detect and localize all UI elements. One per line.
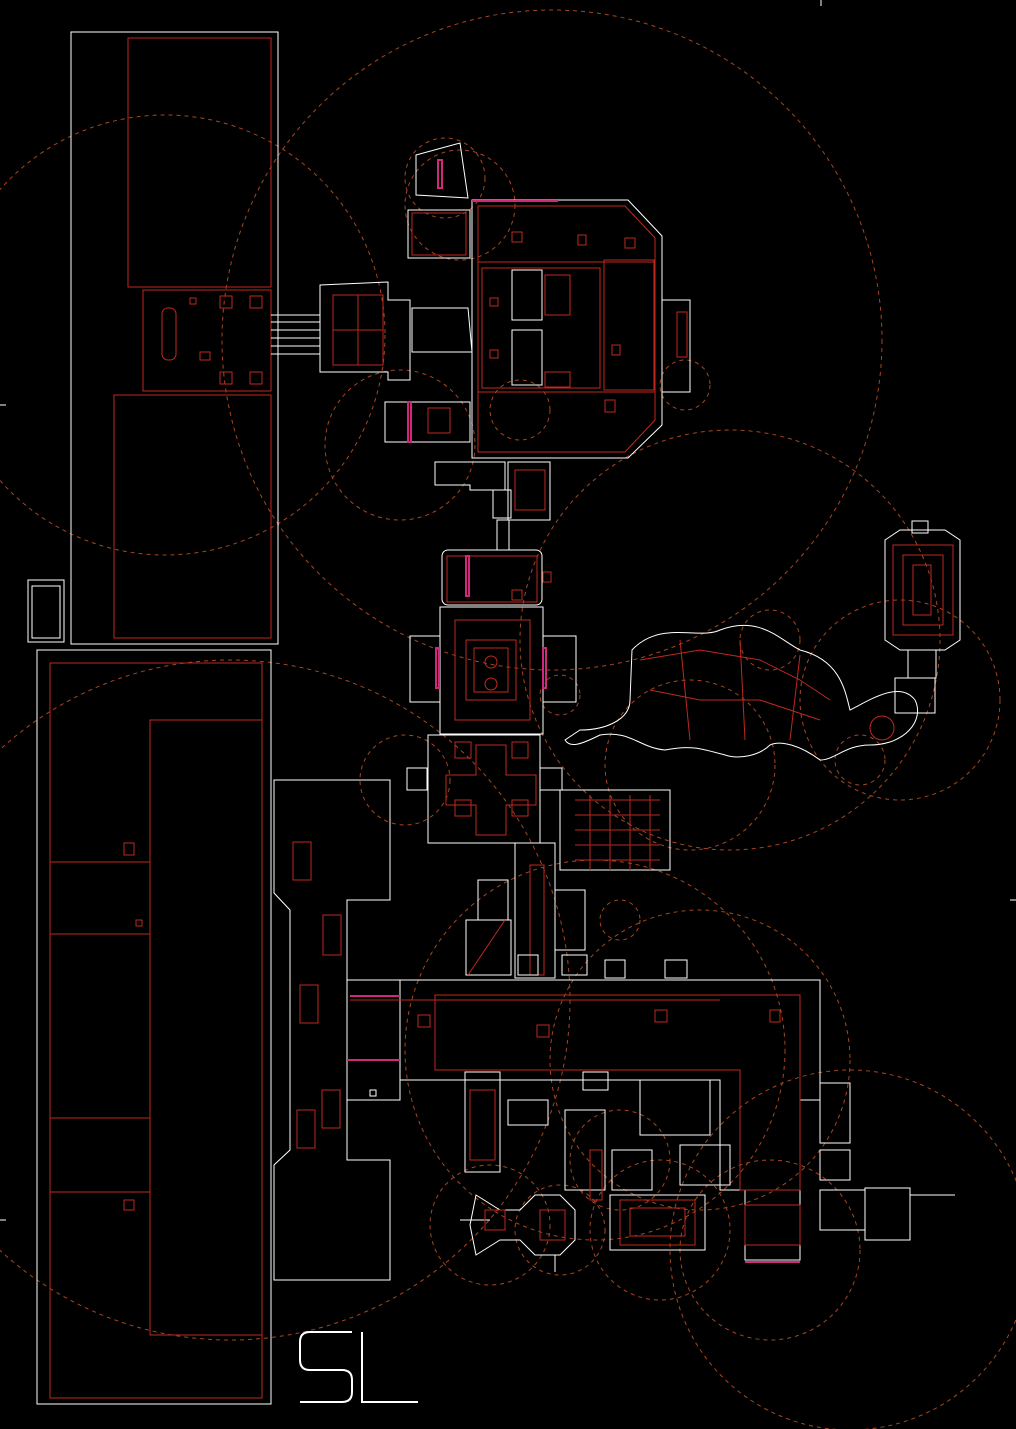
east-shrine <box>884 520 961 714</box>
north-complex <box>471 199 691 459</box>
south-hall <box>346 979 821 1263</box>
left-hangar-lower <box>36 649 272 1405</box>
central-room-a <box>441 549 552 606</box>
south-west-rooms <box>464 1071 609 1173</box>
storage-building <box>273 779 401 1281</box>
left-hangar-upper <box>27 31 279 645</box>
south-temple <box>564 1079 731 1251</box>
grid-maze <box>559 789 688 979</box>
south-cross <box>460 1194 576 1272</box>
central-room-b <box>409 606 577 735</box>
edge-ticks <box>0 0 1016 1221</box>
cave <box>564 624 919 761</box>
map-label: SL <box>299 1331 418 1403</box>
cross-chamber <box>406 734 563 844</box>
north-annex <box>384 142 473 443</box>
south-east-exit <box>744 1082 955 1246</box>
north-south-link <box>434 461 551 551</box>
south-corridor <box>465 842 588 979</box>
west-corridor <box>271 281 411 381</box>
